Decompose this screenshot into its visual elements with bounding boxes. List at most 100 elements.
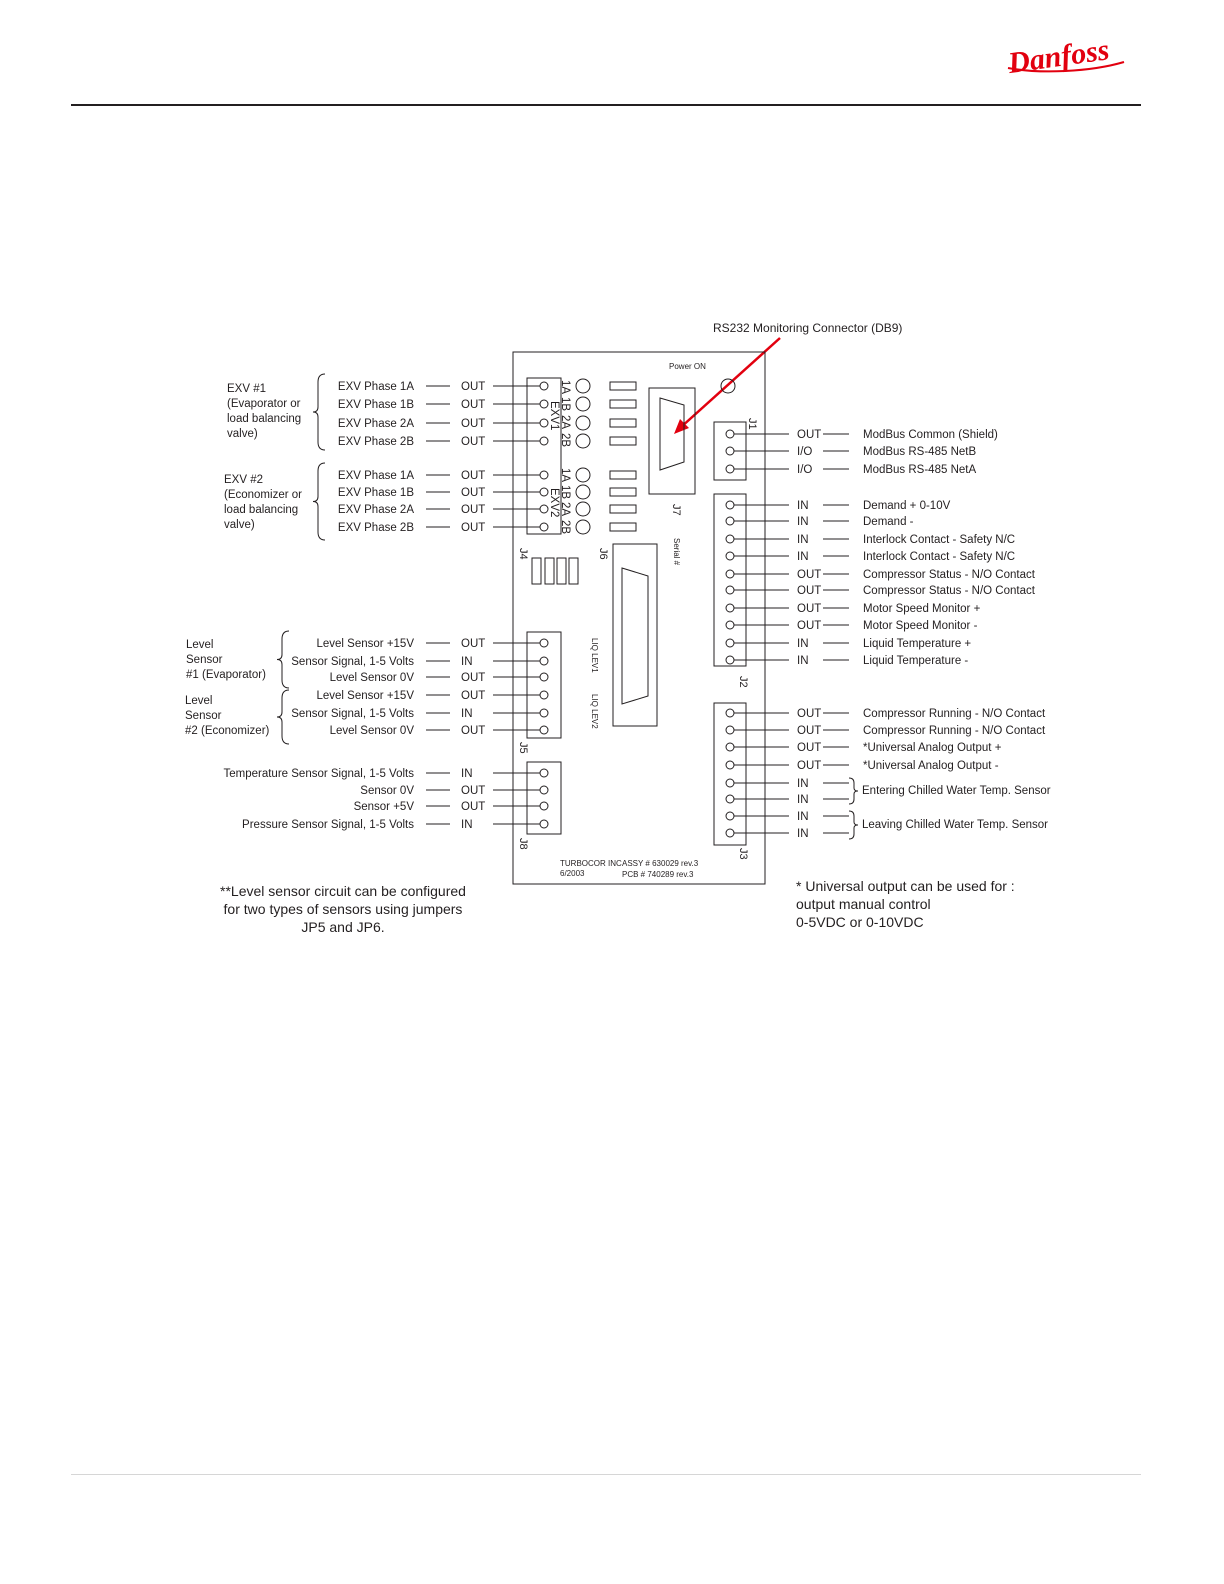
right-pin-terminal bbox=[725, 500, 735, 510]
right-pin-direction: I/O bbox=[797, 464, 812, 476]
right-pin-direction: OUT bbox=[797, 585, 821, 597]
right-pin-terminal bbox=[725, 794, 735, 804]
left-pin-label: Sensor Signal, 1-5 Volts bbox=[291, 656, 414, 668]
rs232-arrow-line bbox=[679, 337, 781, 429]
connector-j3-label: J3 bbox=[737, 848, 749, 860]
exv-led bbox=[575, 501, 591, 517]
right-pin-label: ModBus RS-485 NetA bbox=[863, 464, 976, 476]
exv-resistor bbox=[609, 504, 637, 514]
right-pin-terminal bbox=[725, 534, 735, 544]
right-pin-label: Compressor Status - N/O Contact bbox=[863, 569, 1036, 581]
right-pin-label: Liquid Temperature + bbox=[863, 638, 971, 650]
left-pin-label: Level Sensor +15V bbox=[317, 638, 415, 650]
exv-board-label: 1B bbox=[559, 397, 571, 411]
right-pin-label: ModBus RS-485 NetB bbox=[863, 446, 976, 458]
left-group-line: (Evaporator or bbox=[227, 398, 301, 410]
right-pin-direction: IN bbox=[797, 500, 809, 512]
footer-rule bbox=[71, 1474, 1141, 1475]
right-pin-label: Motor Speed Monitor - bbox=[863, 620, 978, 632]
right-pin-terminal bbox=[725, 655, 735, 665]
left-pin-terminal bbox=[539, 504, 549, 514]
right-pin-label: Demand - bbox=[863, 516, 914, 528]
right-pin-terminal bbox=[725, 725, 735, 735]
exv-board-label: 2B bbox=[559, 433, 571, 447]
left-pin-label: EXV Phase 2B bbox=[338, 436, 414, 448]
right-pin-direction: IN bbox=[797, 638, 809, 650]
right-pin-terminal bbox=[725, 516, 735, 526]
right-pin-direction: OUT bbox=[797, 620, 821, 632]
left-pin-direction: OUT bbox=[461, 381, 485, 393]
right-pin-label: Compressor Running - N/O Contact bbox=[863, 708, 1046, 720]
left-pin-label: EXV Phase 1B bbox=[338, 487, 414, 499]
right-pin-direction: IN bbox=[797, 811, 809, 823]
exv-resistor bbox=[609, 381, 637, 391]
liq-lev2-label: LIQ LEV2 bbox=[590, 694, 599, 729]
left-pin-direction: IN bbox=[461, 819, 473, 831]
right-group-label: Leaving Chilled Water Temp. Sensor bbox=[862, 819, 1048, 831]
right-pin-terminal bbox=[725, 708, 735, 718]
note-left-line: **Level sensor circuit can be configured bbox=[220, 883, 466, 899]
exv-board-label: 2A bbox=[559, 502, 571, 516]
left-pin-terminal bbox=[539, 470, 549, 480]
right-pin-direction: IN bbox=[797, 534, 809, 546]
left-pin-direction: OUT bbox=[461, 487, 485, 499]
right-pin-label: ModBus Common (Shield) bbox=[863, 429, 998, 441]
brace-icon bbox=[276, 630, 290, 689]
note-right-line: output manual control bbox=[796, 896, 931, 912]
right-pin-label: *Universal Analog Output + bbox=[863, 742, 1002, 754]
right-pin-direction: IN bbox=[797, 778, 809, 790]
left-group-line: (Economizer or bbox=[224, 489, 302, 501]
board-pcb: PCB # 740289 rev.3 bbox=[622, 870, 694, 879]
rs232-label: RS232 Monitoring Connector (DB9) bbox=[713, 321, 902, 335]
left-group-line: #2 (Economizer) bbox=[185, 725, 270, 737]
logo-swoosh bbox=[1007, 61, 1125, 73]
right-pin-terminal bbox=[725, 569, 735, 579]
exv-board-label: 2A bbox=[559, 415, 571, 429]
left-pin-terminal bbox=[539, 522, 549, 532]
left-pin-terminal bbox=[539, 656, 549, 666]
left-pin-label: Pressure Sensor Signal, 1-5 Volts bbox=[242, 819, 414, 831]
left-pin-label: Level Sensor +15V bbox=[317, 690, 415, 702]
liq-lev1-label: LIQ LEV1 bbox=[590, 638, 599, 673]
right-pin-direction: OUT bbox=[797, 760, 821, 772]
left-group-line: EXV #2 bbox=[224, 474, 263, 486]
left-pin-label: EXV Phase 1B bbox=[338, 399, 414, 411]
left-pin-terminal bbox=[539, 399, 549, 409]
left-pin-direction: OUT bbox=[461, 690, 485, 702]
right-pin-direction: I/O bbox=[797, 446, 812, 458]
connector-j3-body bbox=[713, 702, 747, 846]
right-pin-terminal bbox=[725, 446, 735, 456]
left-pin-direction: OUT bbox=[461, 801, 485, 813]
left-pin-direction: IN bbox=[461, 708, 473, 720]
right-pin-terminal bbox=[725, 620, 735, 630]
brace-icon bbox=[848, 777, 859, 805]
exv-resistor bbox=[609, 418, 637, 428]
right-pin-direction: IN bbox=[797, 655, 809, 667]
left-pin-label: Level Sensor 0V bbox=[330, 672, 415, 684]
left-group-line: valve) bbox=[227, 428, 258, 440]
db9-frame bbox=[648, 387, 696, 495]
exv-resistor bbox=[609, 470, 637, 480]
left-pin-direction: OUT bbox=[461, 436, 485, 448]
connector-j6-body bbox=[612, 543, 658, 727]
left-pin-terminal bbox=[539, 819, 549, 829]
left-pin-label: Temperature Sensor Signal, 1-5 Volts bbox=[224, 768, 415, 780]
brace-icon bbox=[312, 373, 326, 451]
connector-j4-label: J4 bbox=[517, 548, 529, 560]
left-pin-direction: OUT bbox=[461, 399, 485, 411]
power-on-label: Power ON bbox=[669, 362, 706, 371]
board-outline bbox=[512, 351, 766, 885]
left-pin-label: EXV Phase 1A bbox=[338, 381, 414, 393]
left-pin-terminal bbox=[539, 725, 549, 735]
left-pin-direction: OUT bbox=[461, 418, 485, 430]
right-pin-terminal bbox=[725, 585, 735, 595]
right-pin-direction: OUT bbox=[797, 742, 821, 754]
exv-led bbox=[575, 484, 591, 500]
left-pin-terminal bbox=[539, 638, 549, 648]
left-pin-terminal bbox=[539, 418, 549, 428]
left-pin-label: Level Sensor 0V bbox=[330, 725, 415, 737]
exv-resistor bbox=[609, 487, 637, 497]
right-pin-terminal bbox=[725, 778, 735, 788]
